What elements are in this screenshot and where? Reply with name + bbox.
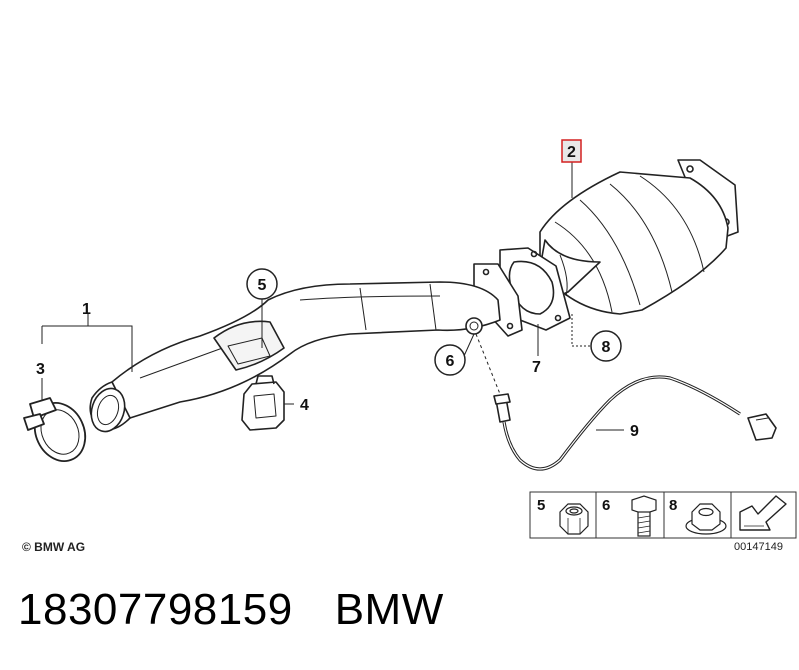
legend-label-6: 6 — [602, 497, 610, 514]
hardware-legend: 5 6 8 — [529, 491, 797, 539]
direction-arrow-icon — [739, 495, 787, 531]
callout-2-highlight: 2 — [561, 139, 582, 163]
hex-bolt-icon — [631, 495, 657, 537]
diagram-id: 00147149 — [734, 541, 783, 553]
mounting-bracket[interactable] — [241, 375, 285, 431]
callout-6-circle: 6 — [434, 344, 466, 376]
oxygen-sensor[interactable] — [493, 375, 777, 471]
callout-9: 9 — [630, 423, 639, 440]
callout-5-circle: 5 — [246, 268, 278, 300]
callout-8-circle: 8 — [590, 330, 622, 362]
legend-label-5: 5 — [537, 497, 545, 514]
brand-name: BMW — [334, 585, 444, 634]
copyright-text: © BMW AG — [22, 540, 86, 554]
part-number: 18307798159 — [18, 585, 293, 634]
callout-3: 3 — [36, 361, 45, 378]
callout-6: 6 — [446, 353, 455, 370]
pipe-clamp[interactable] — [23, 395, 94, 470]
callout-7: 7 — [532, 359, 541, 376]
callout-4: 4 — [300, 397, 309, 414]
callout-1: 1 — [82, 301, 91, 318]
flange-nut-icon — [685, 503, 727, 535]
hex-nut-icon — [559, 503, 589, 535]
front-pipe[interactable] — [86, 263, 523, 436]
leader-lines — [41, 162, 624, 431]
callout-5: 5 — [258, 277, 267, 294]
callout-8: 8 — [602, 339, 611, 356]
catalytic-converter[interactable] — [539, 159, 739, 315]
legend-label-8: 8 — [669, 497, 677, 514]
callout-2: 2 — [567, 144, 576, 161]
part-caption: 18307798159 BMW — [18, 585, 444, 635]
